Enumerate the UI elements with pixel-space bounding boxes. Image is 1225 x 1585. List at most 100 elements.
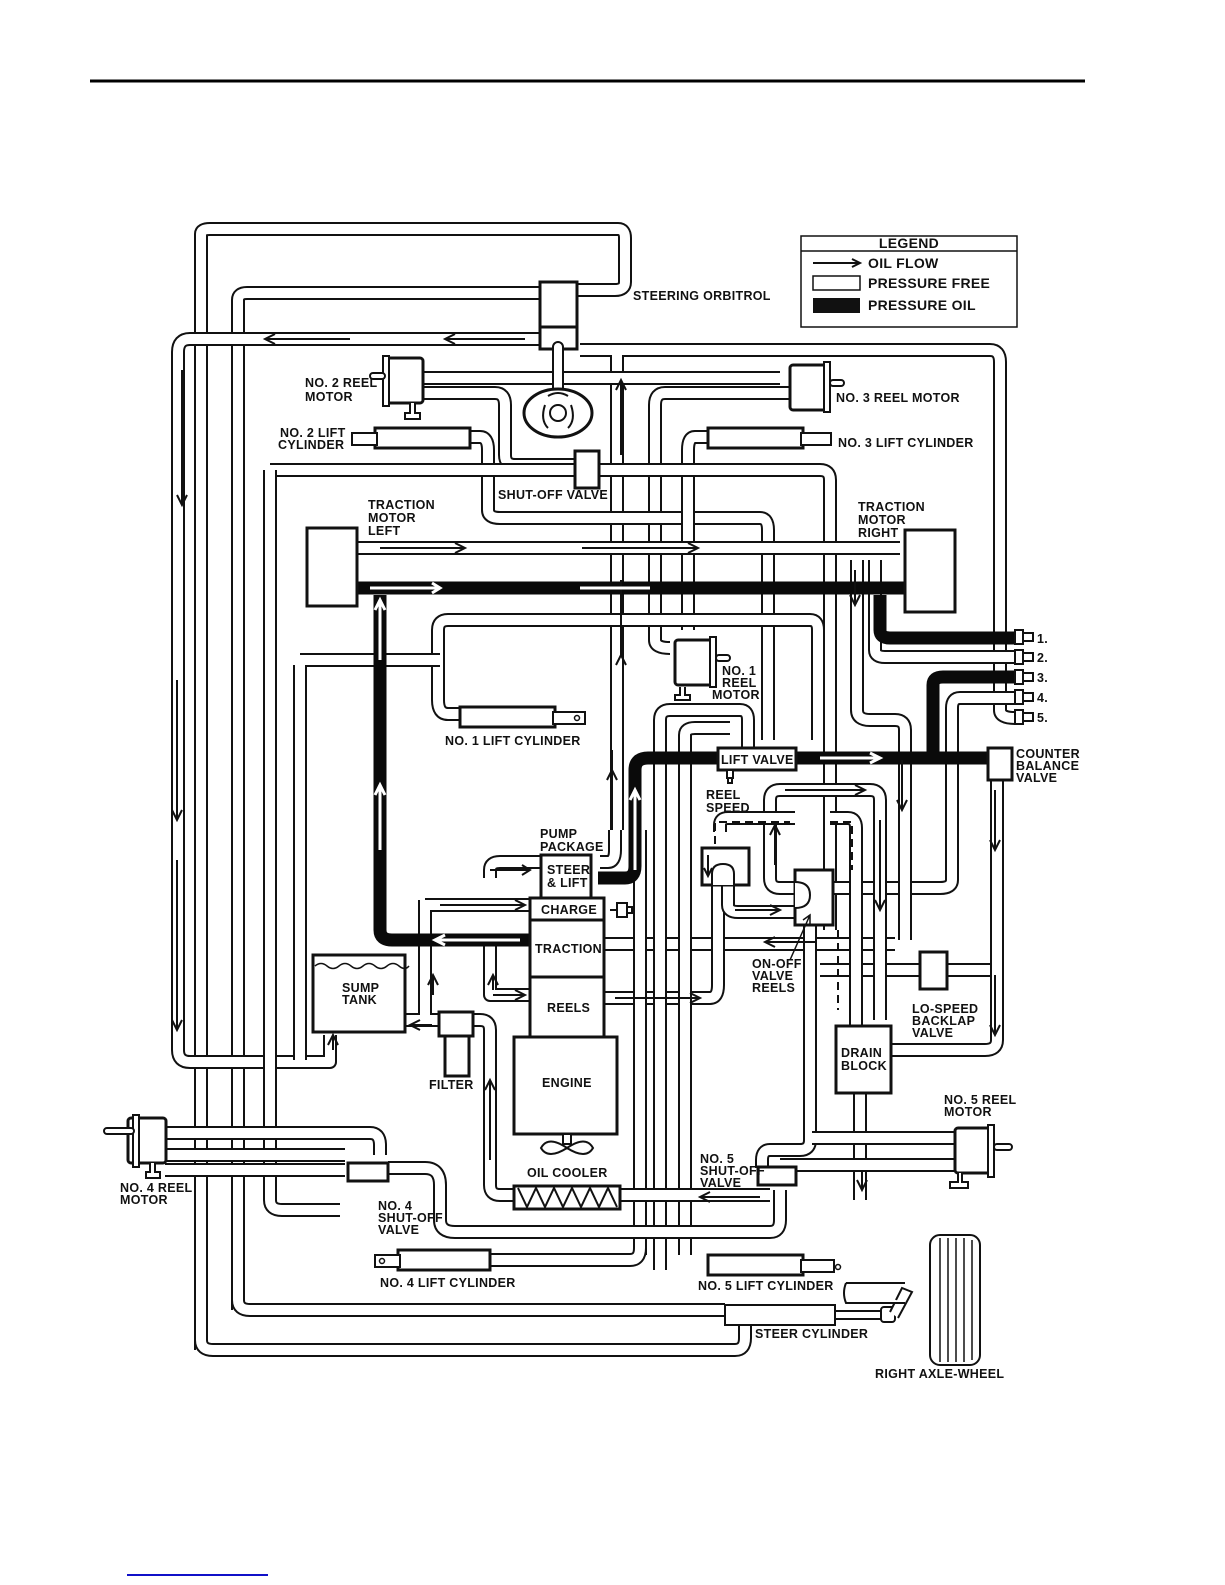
no2-reel-motor	[369, 355, 425, 420]
label-drain-block-2: BLOCK	[841, 1059, 887, 1073]
no3-reel-motor	[788, 361, 845, 413]
label-no3-lift-cyl: NO. 3 LIFT CYLINDER	[838, 436, 974, 450]
reel-speed-valve	[700, 846, 751, 887]
shut-off-valve	[573, 449, 601, 490]
label-steer-lift-1: STEER	[547, 863, 590, 877]
label-no4-reel-motor-2: MOTOR	[120, 1193, 168, 1207]
label-on-off-1: ON-OFF	[752, 957, 802, 971]
no4-reel-motor	[103, 1114, 168, 1179]
legend-pressure-oil: PRESSURE OIL	[868, 297, 976, 313]
label-traction-left-2: MOTOR	[368, 511, 416, 525]
no1-reel-motor	[673, 636, 731, 701]
label-steering-orbitrol: STEERING ORBITROL	[633, 289, 771, 303]
legend-oil-flow: OIL FLOW	[868, 255, 939, 271]
label-no1-reel-motor-2: REEL	[722, 676, 757, 690]
label-traction-left-1: TRACTION	[368, 498, 435, 512]
on-off-valve-reels	[789, 868, 835, 961]
label-no5-reel-motor-2: MOTOR	[944, 1105, 992, 1119]
label-port-1: 1.	[1037, 632, 1048, 646]
label-traction-left-3: LEFT	[368, 524, 401, 538]
label-no3-reel-motor: NO. 3 REEL MOTOR	[836, 391, 960, 405]
pressure-free-lines	[165, 222, 1016, 1357]
legend-title: LEGEND	[879, 235, 939, 251]
label-no2-reel-motor-1: NO. 2 REEL	[305, 376, 378, 390]
legend: LEGEND OIL FLOW PRESSURE FREE PRESSURE O…	[800, 235, 1018, 328]
label-traction: TRACTION	[535, 942, 602, 956]
label-drain-block-1: DRAIN	[841, 1046, 882, 1060]
label-counter-3: VALVE	[1016, 771, 1057, 785]
label-no4-shutoff-3: VALVE	[378, 1223, 419, 1237]
drain-block	[834, 1024, 893, 1095]
label-on-off-3: REELS	[752, 981, 795, 995]
label-no1-reel-motor-3: MOTOR	[712, 688, 760, 702]
traction-motor-right	[903, 528, 957, 614]
label-pump-package-2: PACKAGE	[540, 840, 604, 854]
label-oil-cooler: OIL COOLER	[527, 1166, 608, 1180]
label-lo-speed-3: VALVE	[912, 1026, 953, 1040]
label-lo-speed-1: LO-SPEED	[912, 1002, 978, 1016]
engine	[512, 1035, 619, 1136]
label-no4-shutoff-2: SHUT-OFF	[378, 1211, 443, 1225]
label-port-2: 2.	[1037, 651, 1048, 665]
label-steer-cylinder: STEER CYLINDER	[755, 1327, 868, 1341]
label-no5-reel-motor-1: NO. 5 REEL	[944, 1093, 1017, 1107]
label-filter: FILTER	[429, 1078, 474, 1092]
right-axle-wheel	[929, 1234, 981, 1366]
label-on-off-2: VALVE	[752, 969, 793, 983]
label-port-3: 3.	[1037, 671, 1048, 685]
label-sump-tank-2: TANK	[342, 993, 377, 1007]
label-port-5: 5.	[1037, 711, 1048, 725]
label-no2-reel-motor-2: MOTOR	[305, 390, 353, 404]
label-steer-lift-2: & LIFT	[547, 876, 588, 890]
lo-speed-backlap-valve	[918, 950, 949, 991]
label-traction-right-3: RIGHT	[858, 526, 898, 540]
no2-lift-cylinder	[351, 426, 472, 450]
label-lift-valve: LIFT VALVE	[721, 753, 794, 767]
label-right-axle-wheel: RIGHT AXLE-WHEEL	[875, 1367, 1004, 1381]
label-no5-shutoff-1: NO. 5	[700, 1152, 734, 1166]
label-no4-reel-motor-1: NO. 4 REEL	[120, 1181, 193, 1195]
label-counter-2: BALANCE	[1016, 759, 1079, 773]
label-traction-right-1: TRACTION	[858, 500, 925, 514]
label-no4-lift-cyl: NO. 4 LIFT CYLINDER	[380, 1276, 516, 1290]
label-no1-reel-motor-1: NO. 1	[722, 664, 756, 678]
label-charge: CHARGE	[541, 903, 597, 917]
oil-flow-arrows	[171, 333, 1001, 1203]
label-no2-lift-cyl-1: NO. 2 LIFT	[280, 426, 346, 440]
label-sump-tank-1: SUMP	[342, 981, 379, 995]
pump-package	[528, 853, 633, 1039]
no4-lift-cylinder	[374, 1248, 492, 1272]
no5-shut-off-valve	[756, 1165, 798, 1187]
lift-valve	[716, 746, 798, 784]
legend-pressure-free: PRESSURE FREE	[868, 275, 990, 291]
label-no1-lift-cyl: NO. 1 LIFT CYLINDER	[445, 734, 581, 748]
label-counter-1: COUNTER	[1016, 747, 1080, 761]
test-ports	[1014, 629, 1034, 725]
no4-shut-off-valve	[346, 1161, 390, 1183]
label-no5-shutoff-3: VALVE	[700, 1176, 741, 1190]
label-pump-package-1: PUMP	[540, 827, 577, 841]
label-traction-right-2: MOTOR	[858, 513, 906, 527]
labels: STEERING ORBITROL NO. 2 REEL MOTOR NO. 3…	[120, 289, 1080, 1381]
counter-balance-valve	[986, 746, 1014, 782]
traction-motor-left	[305, 526, 359, 608]
label-no2-lift-cyl-2: CYLINDER	[278, 438, 344, 452]
oil-flow-arrow-icon	[813, 258, 863, 268]
label-reel-speed-1: REEL	[706, 788, 741, 802]
filter	[437, 1010, 475, 1078]
label-shut-off-valve: SHUT-OFF VALVE	[498, 488, 608, 502]
label-engine: ENGINE	[542, 1076, 592, 1090]
engine-fan-icon	[539, 1133, 595, 1155]
no5-reel-motor	[949, 1124, 1013, 1189]
no1-lift-cylinder	[458, 705, 586, 729]
label-no4-shutoff-1: NO. 4	[378, 1199, 412, 1213]
label-reels: REELS	[547, 1001, 590, 1015]
no3-lift-cylinder	[706, 426, 832, 450]
sump-tank	[311, 953, 410, 1034]
steer-cylinder	[724, 1282, 914, 1326]
oil-cooler	[512, 1184, 622, 1211]
label-port-4: 4.	[1037, 691, 1048, 705]
pressure-oil-swatch	[813, 298, 860, 313]
no5-lift-cylinder	[706, 1253, 842, 1277]
